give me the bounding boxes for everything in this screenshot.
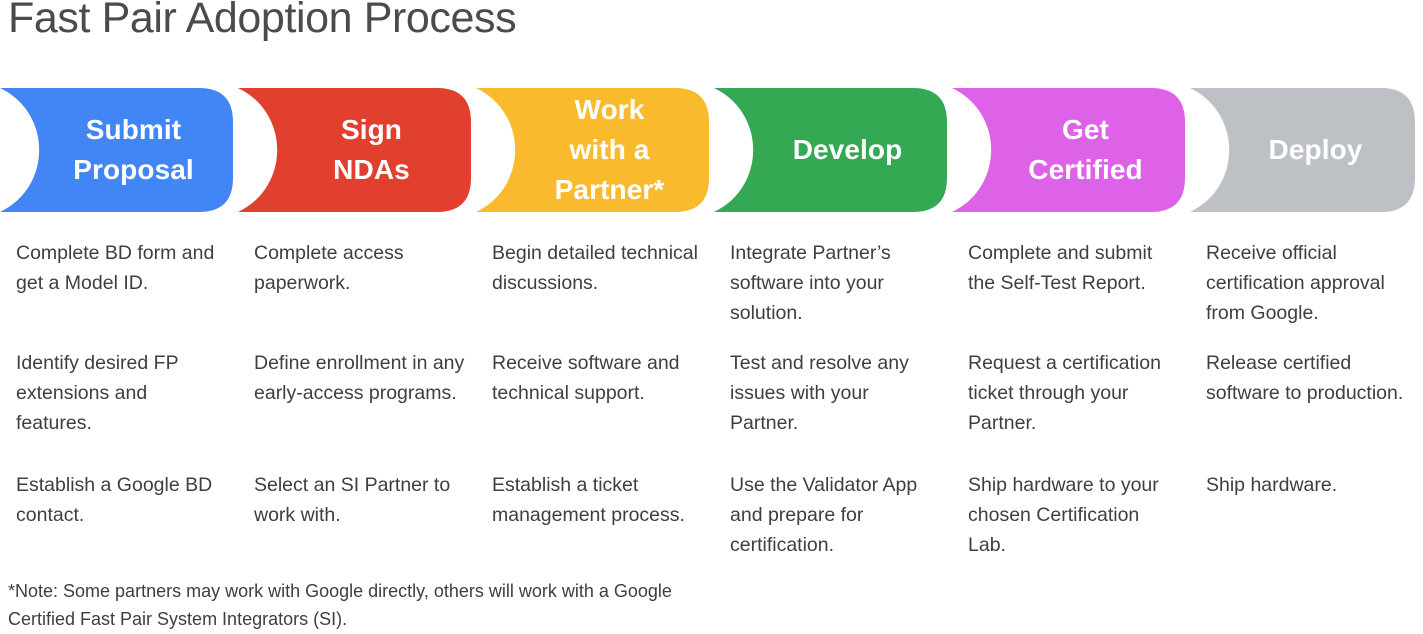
chevron-sign-ndas-icon	[238, 88, 471, 212]
chevron-shape-icon	[476, 88, 709, 212]
step-detail-item: Complete BD form and get a Model ID.	[16, 242, 215, 295]
step-details-row: Complete BD form and get a Model ID. Comp…	[0, 238, 1423, 348]
step-detail-item: Establish a ticket management process.	[492, 474, 685, 527]
step-detail-item: Integrate Partner’s software into your s…	[730, 242, 891, 325]
step-detail-item: Test and resolve any issues with your Pa…	[730, 352, 909, 435]
process-step-sign-ndas: Sign NDAs	[238, 88, 471, 212]
step-details-row: Establish a Google BD contact. Select an …	[0, 470, 1423, 580]
step-detail-item: Complete and submit the Self-Test Report…	[968, 242, 1153, 295]
process-banner: Submit Proposal Sign NDAs Work with a Part…	[0, 88, 1423, 212]
step-detail-item: Identify desired FP extensions and featu…	[16, 352, 179, 435]
chevron-shape-icon	[714, 88, 947, 212]
process-step-label-get-certified: Get Certified	[1028, 114, 1143, 185]
step-details-row: Identify desired FP extensions and featu…	[0, 348, 1423, 458]
footnote: *Note: Some partners may work with Googl…	[8, 581, 672, 629]
page-title: Fast Pair Adoption Process	[8, 0, 517, 42]
process-step-label-work-with-a-partner: Work with a Partner*	[554, 94, 665, 205]
process-step-work-with-a-partner: Work with a Partner*	[476, 88, 709, 212]
step-detail-item: Ship hardware.	[1206, 474, 1338, 496]
process-step-label-sign-ndas: Sign NDAs	[333, 114, 410, 185]
chevron-shape-icon	[952, 88, 1185, 212]
process-step-deploy: Deploy	[1190, 88, 1415, 212]
step-detail-item: Release certified software to production…	[1206, 352, 1404, 405]
chevron-shape-icon	[238, 88, 471, 212]
process-step-submit-proposal: Submit Proposal	[0, 88, 233, 212]
process-step-get-certified: Get Certified	[952, 88, 1185, 212]
step-detail-item: Receive software and technical support.	[492, 352, 680, 405]
chevron-shape-icon	[0, 88, 233, 212]
step-detail-item: Request a certification ticket through y…	[968, 352, 1161, 435]
process-step-label-submit-proposal: Submit Proposal	[73, 114, 194, 185]
step-detail-item: Use the Validator App and prepare for ce…	[730, 474, 918, 557]
process-step-develop: Develop	[714, 88, 947, 212]
step-detail-item: Begin detailed technical discussions.	[492, 242, 698, 295]
process-step-label-deploy: Deploy	[1268, 134, 1363, 166]
chevron-develop-icon	[714, 88, 947, 212]
chevron-submit-proposal-icon	[0, 88, 233, 212]
chevron-get-certified-icon	[952, 88, 1185, 212]
step-detail-item: Receive official certification approval …	[1206, 242, 1385, 325]
step-detail-item: Ship hardware to your chosen Certificati…	[968, 474, 1159, 557]
chevron-deploy-icon	[1190, 88, 1415, 212]
step-detail-item: Define enrollment in any early-access pr…	[254, 352, 465, 405]
chevron-shape-icon	[1190, 88, 1415, 212]
step-detail-item: Select an SI Partner to work with.	[254, 474, 451, 527]
process-step-label-develop: Develop	[792, 134, 903, 166]
step-detail-item: Complete access paperwork.	[254, 242, 404, 295]
chevron-work-with-a-partner-icon	[476, 88, 709, 212]
step-detail-item: Establish a Google BD contact.	[16, 474, 213, 527]
